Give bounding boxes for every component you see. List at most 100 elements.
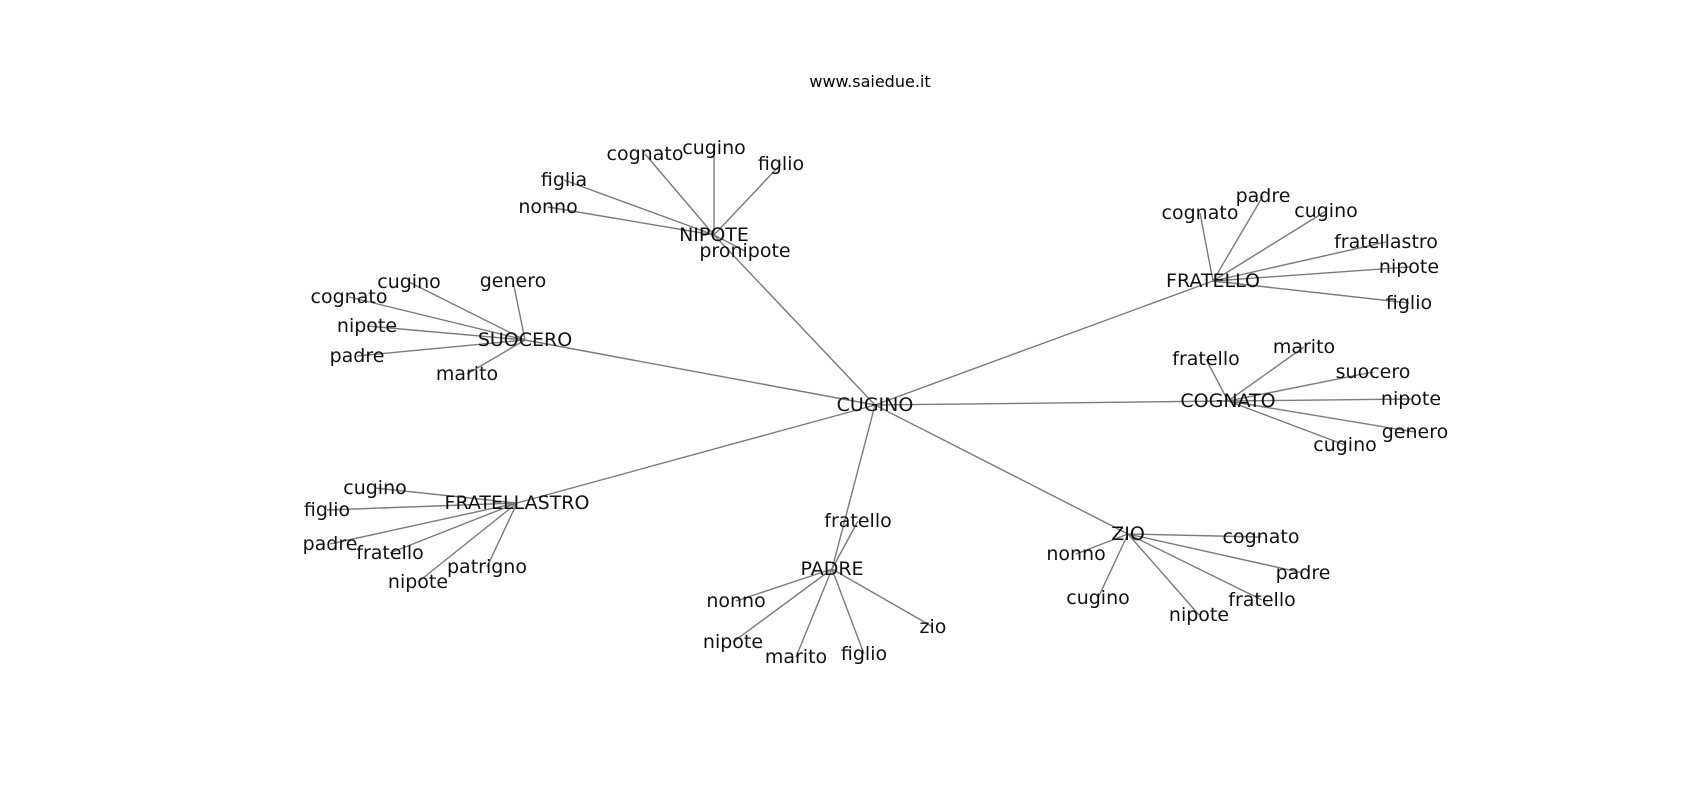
leaf-node-label: nipote <box>1169 604 1229 626</box>
edge-center-nipote <box>713 234 876 406</box>
leaf-node-label: fratello <box>824 510 891 532</box>
edge-cognato-marito <box>1227 346 1305 402</box>
edge-suocero-nipote <box>366 325 526 341</box>
edge-zio-nonno <box>1075 533 1129 555</box>
leaf-node-label: patrigno <box>447 556 527 578</box>
leaf-node-label: cognato <box>607 143 684 165</box>
leaf-node-label: fratellastro <box>1334 231 1438 253</box>
hub-node-label-padre: PADRE <box>800 558 863 580</box>
hub-node-label-suocero: SUOCERO <box>478 329 572 351</box>
graph-edges <box>326 148 1416 658</box>
leaf-node-label: padre <box>303 533 358 555</box>
hub-node-label-nipote: NIPOTE <box>679 224 749 246</box>
leaf-node-label: padre <box>330 345 385 367</box>
leaf-node-label: cugino <box>1294 200 1358 222</box>
leaf-node-label: figlio <box>841 643 887 665</box>
edge-padre-marito <box>795 568 833 658</box>
edge-padre-zio <box>831 568 934 628</box>
hub-node-label-zio: ZIO <box>1111 523 1145 545</box>
leaf-node-label: fratello <box>356 542 423 564</box>
edge-padre-fratello <box>831 520 859 570</box>
leaf-node-label: cugino <box>1313 434 1377 456</box>
hub-node-label-fratello: FRATELLO <box>1166 270 1260 292</box>
edge-cognato-fratello <box>1205 358 1229 402</box>
edge-fratellastro-cugino <box>374 487 518 504</box>
leaf-node-label: nipote <box>1381 388 1441 410</box>
leaf-node-label: marito <box>1273 336 1335 358</box>
leaf-node-label: nonno <box>1046 543 1105 565</box>
leaf-node-label: padre <box>1236 185 1291 207</box>
edge-center-fratellastro <box>516 404 876 504</box>
leaf-node-label: cugino <box>343 477 407 499</box>
edge-zio-cognato <box>1127 533 1262 538</box>
edge-fratellastro-fratello <box>389 502 518 554</box>
leaf-node-label: padre <box>1276 562 1331 584</box>
edge-center-cognato <box>874 400 1229 406</box>
edge-zio-fratello <box>1127 533 1263 601</box>
edge-nipote-nonno <box>547 206 715 236</box>
edge-fratello-cognato <box>1199 212 1214 282</box>
edge-padre-nonno <box>735 568 833 602</box>
leaf-node-label: cugino <box>682 137 746 159</box>
edge-suocero-padre <box>356 339 526 357</box>
edge-cognato-nipote <box>1227 398 1412 402</box>
leaf-node-label: fratello <box>1228 589 1295 611</box>
leaf-node-label: zio <box>920 616 947 638</box>
edge-nipote-cognato <box>644 153 715 236</box>
leaf-node-label: figlio <box>758 153 804 175</box>
edge-fratello-figlio <box>1212 280 1410 304</box>
leaf-node-label: cugino <box>1066 587 1130 609</box>
graph-labels: CUGINONIPOTEfiglianonnocognatocuginofigl… <box>303 137 1449 668</box>
leaf-node-label: genero <box>480 270 547 292</box>
leaf-node-label: pronipote <box>699 240 790 262</box>
edge-fratellastro-patrigno <box>486 502 518 568</box>
edge-nipote-figlio <box>713 163 782 236</box>
leaf-node-label: nipote <box>337 315 397 337</box>
edge-fratellastro-nipote <box>417 502 518 583</box>
edge-center-zio <box>874 404 1129 535</box>
edge-suocero-cognato <box>348 296 526 341</box>
edge-fratello-padre <box>1212 195 1264 282</box>
leaf-node-label: fratello <box>1172 348 1239 370</box>
edge-fratellastro-figlio <box>326 502 518 511</box>
leaf-node-label: nonno <box>518 196 577 218</box>
edge-suocero-cugino <box>408 281 526 341</box>
center-node-label: CUGINO <box>837 394 914 416</box>
leaf-node-label: nonno <box>706 590 765 612</box>
leaf-node-label: marito <box>765 646 827 668</box>
edge-suocero-genero <box>512 280 526 341</box>
leaf-node-label: cugino <box>377 271 441 293</box>
edge-suocero-marito <box>466 339 526 375</box>
leaf-node-label: nipote <box>703 631 763 653</box>
leaf-node-label: marito <box>436 363 498 385</box>
site-title: www.saiedue.it <box>809 72 930 91</box>
leaf-node-label: nipote <box>388 571 448 593</box>
leaf-node-label: nipote <box>1379 256 1439 278</box>
edge-cognato-cugino <box>1227 400 1346 446</box>
hub-node-label-fratellastro: FRATELLASTRO <box>445 492 590 514</box>
edge-fratello-cugino <box>1212 210 1327 282</box>
edge-fratellastro-padre <box>329 502 518 545</box>
leaf-node-label: genero <box>1382 421 1449 443</box>
edge-padre-figlio <box>831 568 865 655</box>
leaf-node-label: figlia <box>541 169 587 191</box>
edge-nipote-figlia <box>563 179 715 236</box>
edge-cognato-suocero <box>1227 371 1374 402</box>
edge-center-fratello <box>874 280 1214 406</box>
leaf-node-label: cognato <box>1223 526 1300 548</box>
edge-fratello-fratellastro <box>1212 241 1387 282</box>
leaf-node-label: cognato <box>311 286 388 308</box>
edge-zio-padre <box>1127 533 1304 574</box>
leaf-node-label: suocero <box>1336 361 1411 383</box>
edge-zio-nipote <box>1127 533 1200 616</box>
leaf-node-label: figlio <box>304 499 350 521</box>
edge-cognato-genero <box>1227 400 1416 433</box>
hub-node-label-cognato: COGNATO <box>1180 390 1275 412</box>
edge-center-suocero <box>524 339 876 406</box>
edge-fratello-nipote <box>1212 266 1410 282</box>
leaf-node-label: figlio <box>1386 292 1432 314</box>
leaf-node-label: cognato <box>1162 202 1239 224</box>
edge-padre-nipote <box>732 568 833 643</box>
edge-center-padre <box>831 404 876 570</box>
